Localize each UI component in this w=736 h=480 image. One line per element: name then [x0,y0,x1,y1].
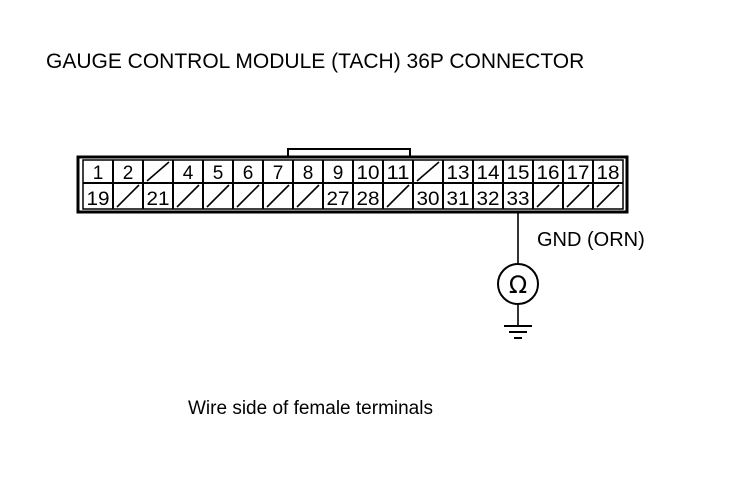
bottom-row-empty-cavity [566,184,590,208]
ground-icon [504,325,532,339]
bottom-row-empty-cavity [596,184,620,208]
top-row-terminal-15: 15 [507,163,530,184]
bottom-row-terminal-31: 31 [447,189,470,210]
bottom-row-empty-cavity [116,184,140,208]
bottom-row-empty-cavity [386,184,410,208]
top-row-terminal-1: 1 [93,163,104,184]
top-row-terminal-8: 8 [303,163,314,184]
bottom-row-terminal-27: 27 [327,189,350,210]
bottom-row-terminal-28: 28 [357,189,380,210]
bottom-row-empty-cavity [296,184,320,208]
top-row-terminal-7: 7 [273,163,284,184]
connector-housing [76,155,629,214]
bottom-row-terminal-30: 30 [417,189,440,210]
bottom-row-empty-cavity [236,184,260,208]
top-row-terminal-18: 18 [597,163,620,184]
top-row-terminal-4: 4 [183,163,194,184]
bottom-row-empty-cavity [266,184,290,208]
connector-key-tab [287,148,411,157]
top-row-terminal-10: 10 [357,163,380,184]
bottom-row-empty-cavity [536,184,560,208]
ohm-symbol: Ω [509,271,527,299]
top-row-empty-cavity [416,161,440,182]
top-row-terminal-9: 9 [333,163,344,184]
ohmmeter-probe: GND (ORN) Ω [497,212,645,339]
bottom-row-empty-cavity [206,184,230,208]
top-row-terminal-11: 11 [387,163,410,184]
top-row-terminal-14: 14 [477,163,500,184]
bottom-row-terminal-33: 33 [507,189,530,210]
wire-label: GND (ORN) [537,229,645,251]
top-row-terminal-16: 16 [537,163,560,184]
top-row-terminal-17: 17 [567,163,590,184]
top-row-terminal-13: 13 [447,163,470,184]
bottom-row-terminal-32: 32 [477,189,500,210]
top-row-empty-cavity [146,161,170,182]
top-row-terminal-6: 6 [243,163,254,184]
diagram-title: GAUGE CONTROL MODULE (TACH) 36P CONNECTO… [46,50,585,73]
top-row-terminal-2: 2 [123,163,134,184]
diagram-caption: Wire side of female terminals [188,398,433,419]
bottom-row-terminal-21: 21 [147,189,170,210]
bottom-row-terminal-19: 19 [87,189,110,210]
top-row-terminal-5: 5 [213,163,224,184]
bottom-row-empty-cavity [176,184,200,208]
